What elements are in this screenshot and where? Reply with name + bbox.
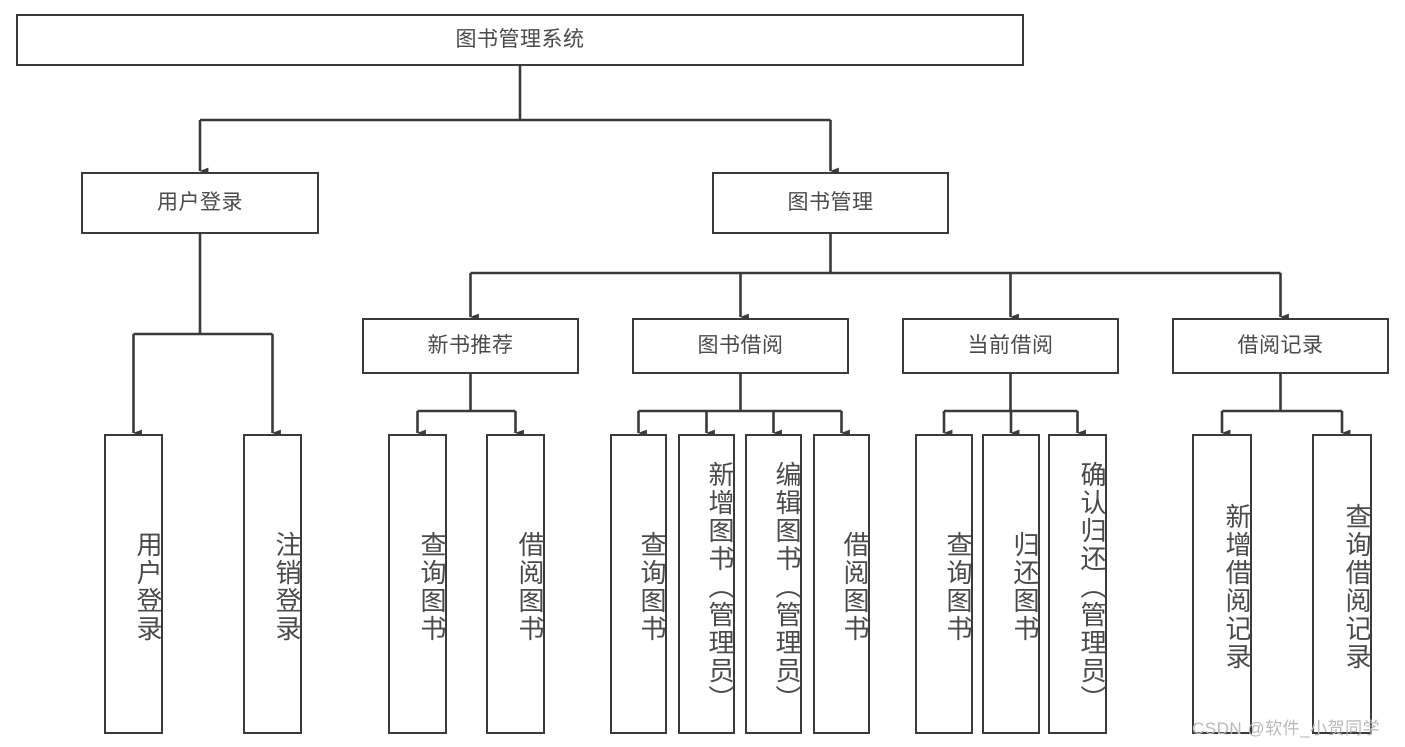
leaf-edit-book[interactable]: 编辑图书（管理员） (745, 434, 802, 734)
leaf-add-book-label: 新增图书（管理员） (705, 461, 735, 713)
node-current-borrowing[interactable]: 当前借阅 (902, 318, 1119, 374)
leaf-borrow-book-b[interactable]: 借阅图书 (813, 434, 870, 734)
leaf-user-login[interactable]: 用户登录 (104, 434, 163, 734)
node-user-login[interactable]: 用户登录 (81, 172, 319, 234)
node-borrowing-record[interactable]: 借阅记录 (1172, 318, 1389, 374)
leaf-borrow-book-a[interactable]: 借阅图书 (486, 434, 545, 734)
leaf-add-book[interactable]: 新增图书（管理员） (678, 434, 735, 734)
leaf-confirm-return[interactable]: 确认归还（管理员） (1048, 434, 1107, 734)
leaf-add-borrow-record[interactable]: 新增借阅记录 (1192, 434, 1252, 734)
leaf-return-book-label: 归还图书 (1010, 531, 1040, 643)
leaf-add-borrow-record-label: 新增借阅记录 (1222, 503, 1252, 671)
node-root[interactable]: 图书管理系统 (16, 14, 1024, 66)
leaf-edit-book-label: 编辑图书（管理员） (772, 461, 802, 713)
leaf-query-book-c-label: 查询图书 (943, 531, 973, 643)
node-book-borrowing[interactable]: 图书借阅 (632, 318, 849, 374)
leaf-confirm-return-label: 确认归还（管理员） (1077, 461, 1107, 713)
leaf-query-book-a[interactable]: 查询图书 (388, 434, 447, 734)
node-root-label: 图书管理系统 (455, 27, 585, 51)
node-book-borrowing-label: 图书借阅 (697, 333, 784, 357)
leaf-query-book-c[interactable]: 查询图书 (915, 434, 973, 734)
node-borrowing-record-label: 借阅记录 (1237, 333, 1324, 357)
leaf-query-borrow-record[interactable]: 查询借阅记录 (1312, 434, 1372, 734)
node-book-management-label: 图书管理 (787, 190, 874, 214)
node-book-management[interactable]: 图书管理 (712, 172, 949, 234)
leaf-borrow-book-b-label: 借阅图书 (840, 531, 870, 643)
leaf-return-book[interactable]: 归还图书 (982, 434, 1040, 734)
leaf-logout[interactable]: 注销登录 (243, 434, 302, 734)
leaf-user-login-label: 用户登录 (133, 531, 163, 643)
leaf-query-book-a-label: 查询图书 (417, 531, 447, 643)
leaf-query-borrow-record-label: 查询借阅记录 (1342, 503, 1372, 671)
node-current-borrowing-label: 当前借阅 (967, 333, 1054, 357)
leaf-logout-label: 注销登录 (272, 531, 302, 643)
node-user-login-label: 用户登录 (157, 190, 243, 214)
node-new-book-recommendation[interactable]: 新书推荐 (362, 318, 579, 374)
leaf-query-book-b[interactable]: 查询图书 (610, 434, 667, 734)
leaf-borrow-book-a-label: 借阅图书 (515, 531, 545, 643)
leaf-query-book-b-label: 查询图书 (637, 531, 667, 643)
node-new-book-recommendation-label: 新书推荐 (427, 333, 514, 357)
